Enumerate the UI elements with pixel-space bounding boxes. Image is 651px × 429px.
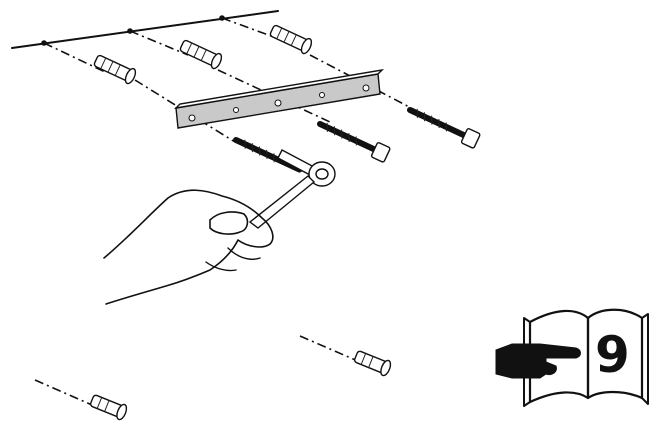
wall-plug-icon bbox=[89, 394, 128, 421]
wall-plug-icon bbox=[269, 24, 313, 55]
lag-screw-icon bbox=[317, 121, 391, 163]
wall-plug-icon bbox=[353, 350, 392, 377]
wall-plug-icon bbox=[93, 54, 137, 85]
reference-page-number: 9 bbox=[595, 326, 630, 384]
lag-screw-icon bbox=[233, 137, 303, 173]
lag-screw-icon bbox=[407, 107, 481, 149]
pointing-hand-icon bbox=[495, 343, 581, 379]
wall-plug-icon bbox=[179, 39, 223, 70]
pointing-hand-book-icon: 9 bbox=[495, 308, 649, 407]
mounting-bracket-icon bbox=[173, 68, 385, 129]
wall-line bbox=[11, 10, 279, 49]
hand-icon bbox=[103, 189, 274, 305]
socket-wrench-icon bbox=[248, 149, 336, 229]
